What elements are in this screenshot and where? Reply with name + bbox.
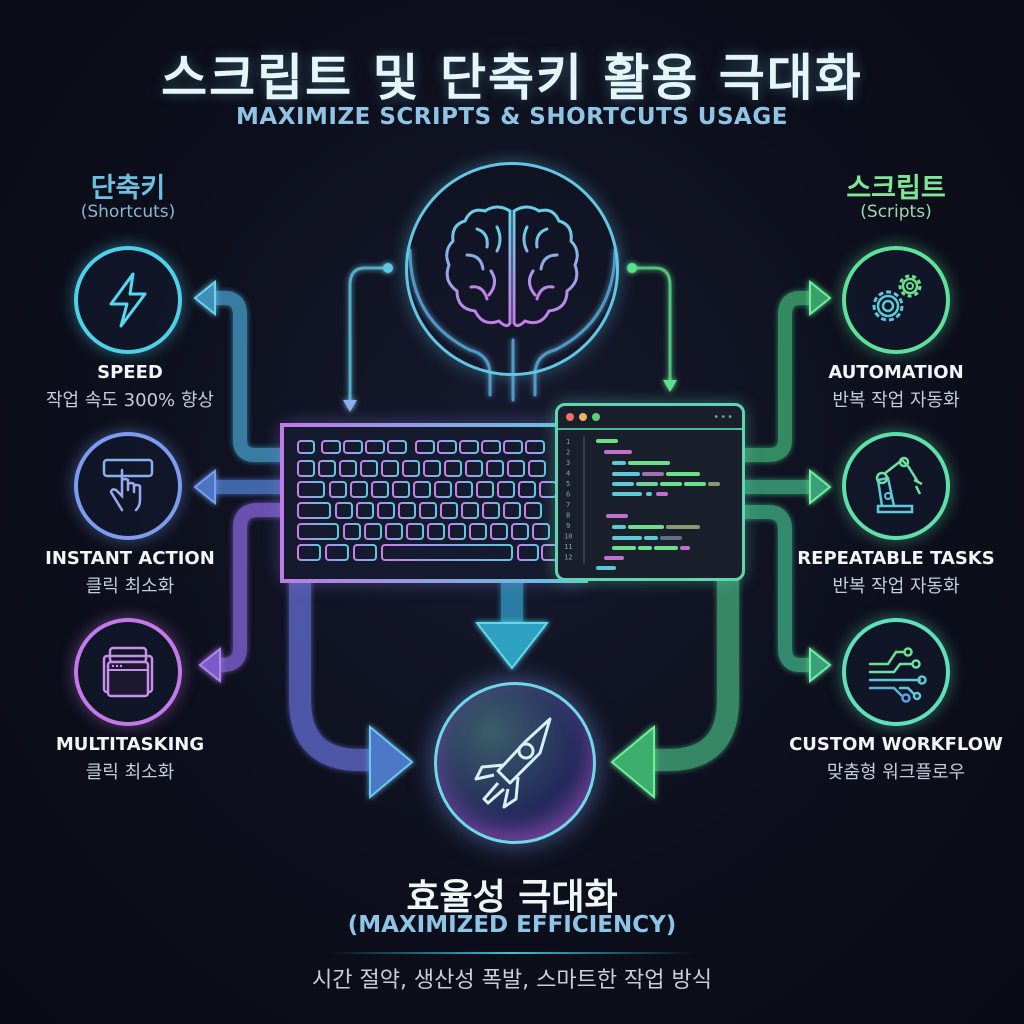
lightning-icon (109, 272, 147, 328)
instant-action-desc: 클릭 최소화 (85, 576, 175, 597)
svg-text:3: 3 (566, 459, 570, 467)
close-dot[interactable] (566, 413, 574, 421)
repeatable-tasks-label: REPEATABLE TASKS (797, 548, 995, 569)
automation-node (842, 246, 950, 354)
brain-icon (445, 205, 579, 341)
circuit-icon (868, 647, 927, 703)
svg-text:12: 12 (564, 554, 572, 562)
custom-workflow-label: CUSTOM WORKFLOW (789, 734, 1003, 755)
custom-workflow-desc: 맞춤형 워크플로우 (826, 762, 966, 783)
minimize-dot[interactable] (579, 413, 587, 421)
efficiency-desc: 시간 절약, 생산성 폭발, 스마트한 작업 방식 (311, 968, 713, 993)
code-window-titlebar: ••• (558, 406, 742, 430)
scripts-title: 스크립트 (846, 173, 946, 204)
page-subtitle: MAXIMIZE SCRIPTS & SHORTCUTS USAGE (236, 104, 788, 130)
svg-text:8: 8 (566, 512, 570, 520)
efficiency-title: 효율성 극대화 (406, 877, 618, 918)
keyboard (280, 423, 588, 583)
svg-text:11: 11 (564, 543, 572, 551)
more-icon[interactable]: ••• (713, 411, 734, 423)
svg-text:5: 5 (566, 480, 570, 488)
shortcuts-title: 단축키 (90, 173, 166, 204)
multitasking-label: MULTITASKING (55, 734, 205, 755)
tap-finger-icon (102, 458, 154, 512)
keyboard-icon (297, 440, 563, 561)
svg-text:6: 6 (566, 491, 570, 499)
speed-desc: 작업 속도 300% 향상 (46, 390, 214, 411)
svg-text:9: 9 (566, 522, 570, 530)
automation-desc: 반복 작업 자동화 (832, 390, 960, 411)
brain-node (405, 162, 619, 376)
efficiency-orb (434, 682, 596, 844)
svg-text:2: 2 (566, 449, 570, 457)
repeatable-tasks-desc: 반복 작업 자동화 (832, 576, 960, 597)
divider (330, 952, 694, 954)
svg-text:10: 10 (564, 533, 572, 541)
automation-label: AUTOMATION (828, 362, 964, 383)
instant-action-node (74, 432, 182, 540)
svg-text:7: 7 (566, 501, 570, 509)
speed-label: SPEED (97, 362, 163, 383)
maximize-dot[interactable] (592, 413, 600, 421)
multitasking-node (74, 618, 182, 726)
svg-text:4: 4 (566, 470, 570, 478)
instant-action-label: INSTANT ACTION (45, 548, 215, 569)
stacked-windows-icon (102, 646, 154, 698)
scripts-subtitle: (Scripts) (860, 202, 932, 222)
svg-text:1: 1 (566, 438, 570, 446)
rocket-icon (474, 717, 552, 809)
custom-workflow-node (842, 618, 950, 726)
efficiency-subtitle: (MAXIMIZED EFFICIENCY) (347, 912, 677, 938)
gears-icon (872, 274, 922, 322)
speed-node (74, 246, 182, 354)
multitasking-desc: 클릭 최소화 (85, 762, 175, 783)
page-title: 스크립트 및 단축키 활용 극대화 (161, 49, 863, 107)
repeatable-tasks-node (842, 432, 950, 540)
shortcuts-subtitle: (Shortcuts) (80, 202, 176, 222)
robot-arm-icon (875, 456, 923, 514)
